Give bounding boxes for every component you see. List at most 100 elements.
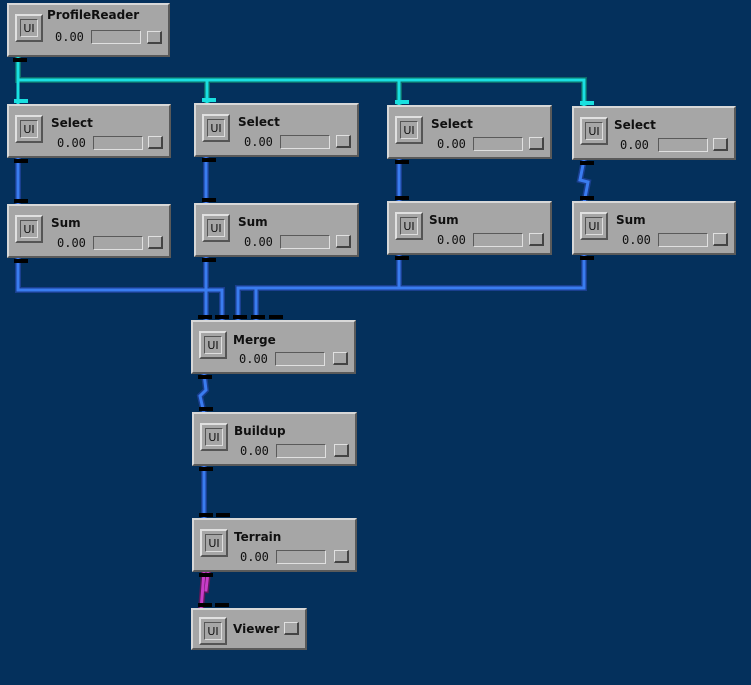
output-port[interactable]: [199, 467, 213, 471]
output-port[interactable]: [395, 160, 409, 164]
output-port[interactable]: [198, 375, 212, 379]
input-port[interactable]: [395, 196, 409, 200]
input-port[interactable]: [202, 98, 216, 102]
output-port[interactable]: [199, 573, 213, 577]
module-value: 0.00: [240, 550, 269, 564]
toggle-button[interactable]: [284, 622, 299, 635]
output-port[interactable]: [14, 259, 28, 263]
toggle-button[interactable]: [334, 550, 349, 563]
input-port-4[interactable]: [251, 315, 265, 319]
ui-button[interactable]: UI: [580, 117, 608, 145]
input-port-2[interactable]: [215, 603, 229, 607]
value-slider[interactable]: [473, 233, 523, 247]
output-port[interactable]: [202, 158, 216, 162]
ui-button[interactable]: UI: [199, 331, 227, 359]
value-slider[interactable]: [93, 236, 143, 250]
output-port[interactable]: [580, 161, 594, 165]
ui-button[interactable]: UI: [395, 116, 423, 144]
ui-button[interactable]: UI: [202, 214, 230, 242]
module-sum-2[interactable]: UI Sum 0.00: [194, 198, 359, 262]
module-value: 0.00: [244, 235, 273, 249]
input-port[interactable]: [199, 407, 213, 411]
ui-button[interactable]: UI: [580, 212, 608, 240]
module-title: Sum: [429, 213, 459, 227]
module-title: Select: [238, 115, 280, 129]
profile-wires: [15, 53, 587, 110]
output-port[interactable]: [13, 58, 27, 62]
ui-button[interactable]: UI: [202, 114, 230, 142]
toggle-button[interactable]: [529, 137, 544, 150]
module-select-4[interactable]: UI Select 0.00: [572, 101, 736, 165]
module-sum-3[interactable]: UI Sum 0.00: [387, 196, 552, 260]
module-select-2[interactable]: UI Select 0.00: [194, 98, 359, 162]
value-slider[interactable]: [280, 135, 330, 149]
value-slider[interactable]: [275, 352, 325, 366]
module-title: ProfileReader: [47, 8, 140, 22]
ui-button[interactable]: UI: [199, 617, 227, 645]
input-port-1[interactable]: [199, 513, 213, 517]
module-value: 0.00: [57, 136, 86, 150]
input-port-5[interactable]: [269, 315, 283, 319]
value-slider[interactable]: [658, 233, 708, 247]
module-value: 0.00: [244, 135, 273, 149]
toggle-button[interactable]: [713, 233, 728, 246]
module-value: 0.00: [437, 137, 466, 151]
input-port[interactable]: [202, 198, 216, 202]
module-value: 0.00: [55, 30, 84, 44]
module-value: 0.00: [240, 444, 269, 458]
output-port[interactable]: [14, 159, 28, 163]
ui-button[interactable]: UI: [15, 14, 43, 42]
input-port-1[interactable]: [198, 315, 212, 319]
ui-button[interactable]: UI: [15, 215, 43, 243]
input-port-1[interactable]: [198, 603, 212, 607]
module-sum-1[interactable]: UI Sum 0.00: [7, 199, 171, 263]
toggle-button[interactable]: [336, 235, 351, 248]
toggle-button[interactable]: [147, 31, 162, 44]
value-slider[interactable]: [276, 444, 326, 458]
toggle-button[interactable]: [334, 444, 349, 457]
ui-button[interactable]: UI: [395, 212, 423, 240]
module-profilereader[interactable]: UI ProfileReader 0.00: [7, 3, 170, 62]
module-value: 0.00: [437, 233, 466, 247]
toggle-button[interactable]: [529, 233, 544, 246]
toggle-button[interactable]: [336, 135, 351, 148]
ui-button[interactable]: UI: [200, 423, 228, 451]
ui-button[interactable]: UI: [200, 529, 228, 557]
value-slider[interactable]: [473, 137, 523, 151]
value-slider[interactable]: [280, 235, 330, 249]
ui-button[interactable]: UI: [15, 115, 43, 143]
module-buildup[interactable]: UI Buildup 0.00: [192, 407, 357, 471]
toggle-button[interactable]: [148, 236, 163, 249]
module-sum-4[interactable]: UI Sum 0.00: [572, 196, 736, 260]
input-port[interactable]: [14, 199, 28, 203]
value-slider[interactable]: [91, 30, 141, 44]
value-slider[interactable]: [658, 138, 708, 152]
module-title: Sum: [238, 215, 268, 229]
input-port-3[interactable]: [233, 315, 247, 319]
toggle-button[interactable]: [713, 138, 728, 151]
output-port[interactable]: [395, 256, 409, 260]
input-port[interactable]: [395, 100, 409, 104]
data-wires: [15, 154, 592, 520]
output-port[interactable]: [580, 256, 594, 260]
module-select-3[interactable]: UI Select 0.00: [387, 100, 552, 164]
module-value: 0.00: [57, 236, 86, 250]
module-select-1[interactable]: UI Select 0.00: [7, 99, 171, 163]
module-title: Buildup: [234, 424, 286, 438]
input-port[interactable]: [580, 101, 594, 105]
input-port[interactable]: [580, 196, 594, 200]
input-port-2[interactable]: [216, 513, 230, 517]
value-slider[interactable]: [276, 550, 326, 564]
value-slider[interactable]: [93, 136, 143, 150]
toggle-button[interactable]: [148, 136, 163, 149]
module-terrain[interactable]: UI Terrain 0.00: [192, 513, 357, 577]
module-title: Select: [431, 117, 473, 131]
toggle-button[interactable]: [333, 352, 348, 365]
module-merge[interactable]: UI Merge 0.00: [191, 315, 356, 379]
module-viewer[interactable]: UI Viewer: [191, 603, 307, 650]
input-port[interactable]: [14, 99, 28, 103]
output-port[interactable]: [202, 258, 216, 262]
input-port-2[interactable]: [215, 315, 229, 319]
module-title: Select: [614, 118, 656, 132]
